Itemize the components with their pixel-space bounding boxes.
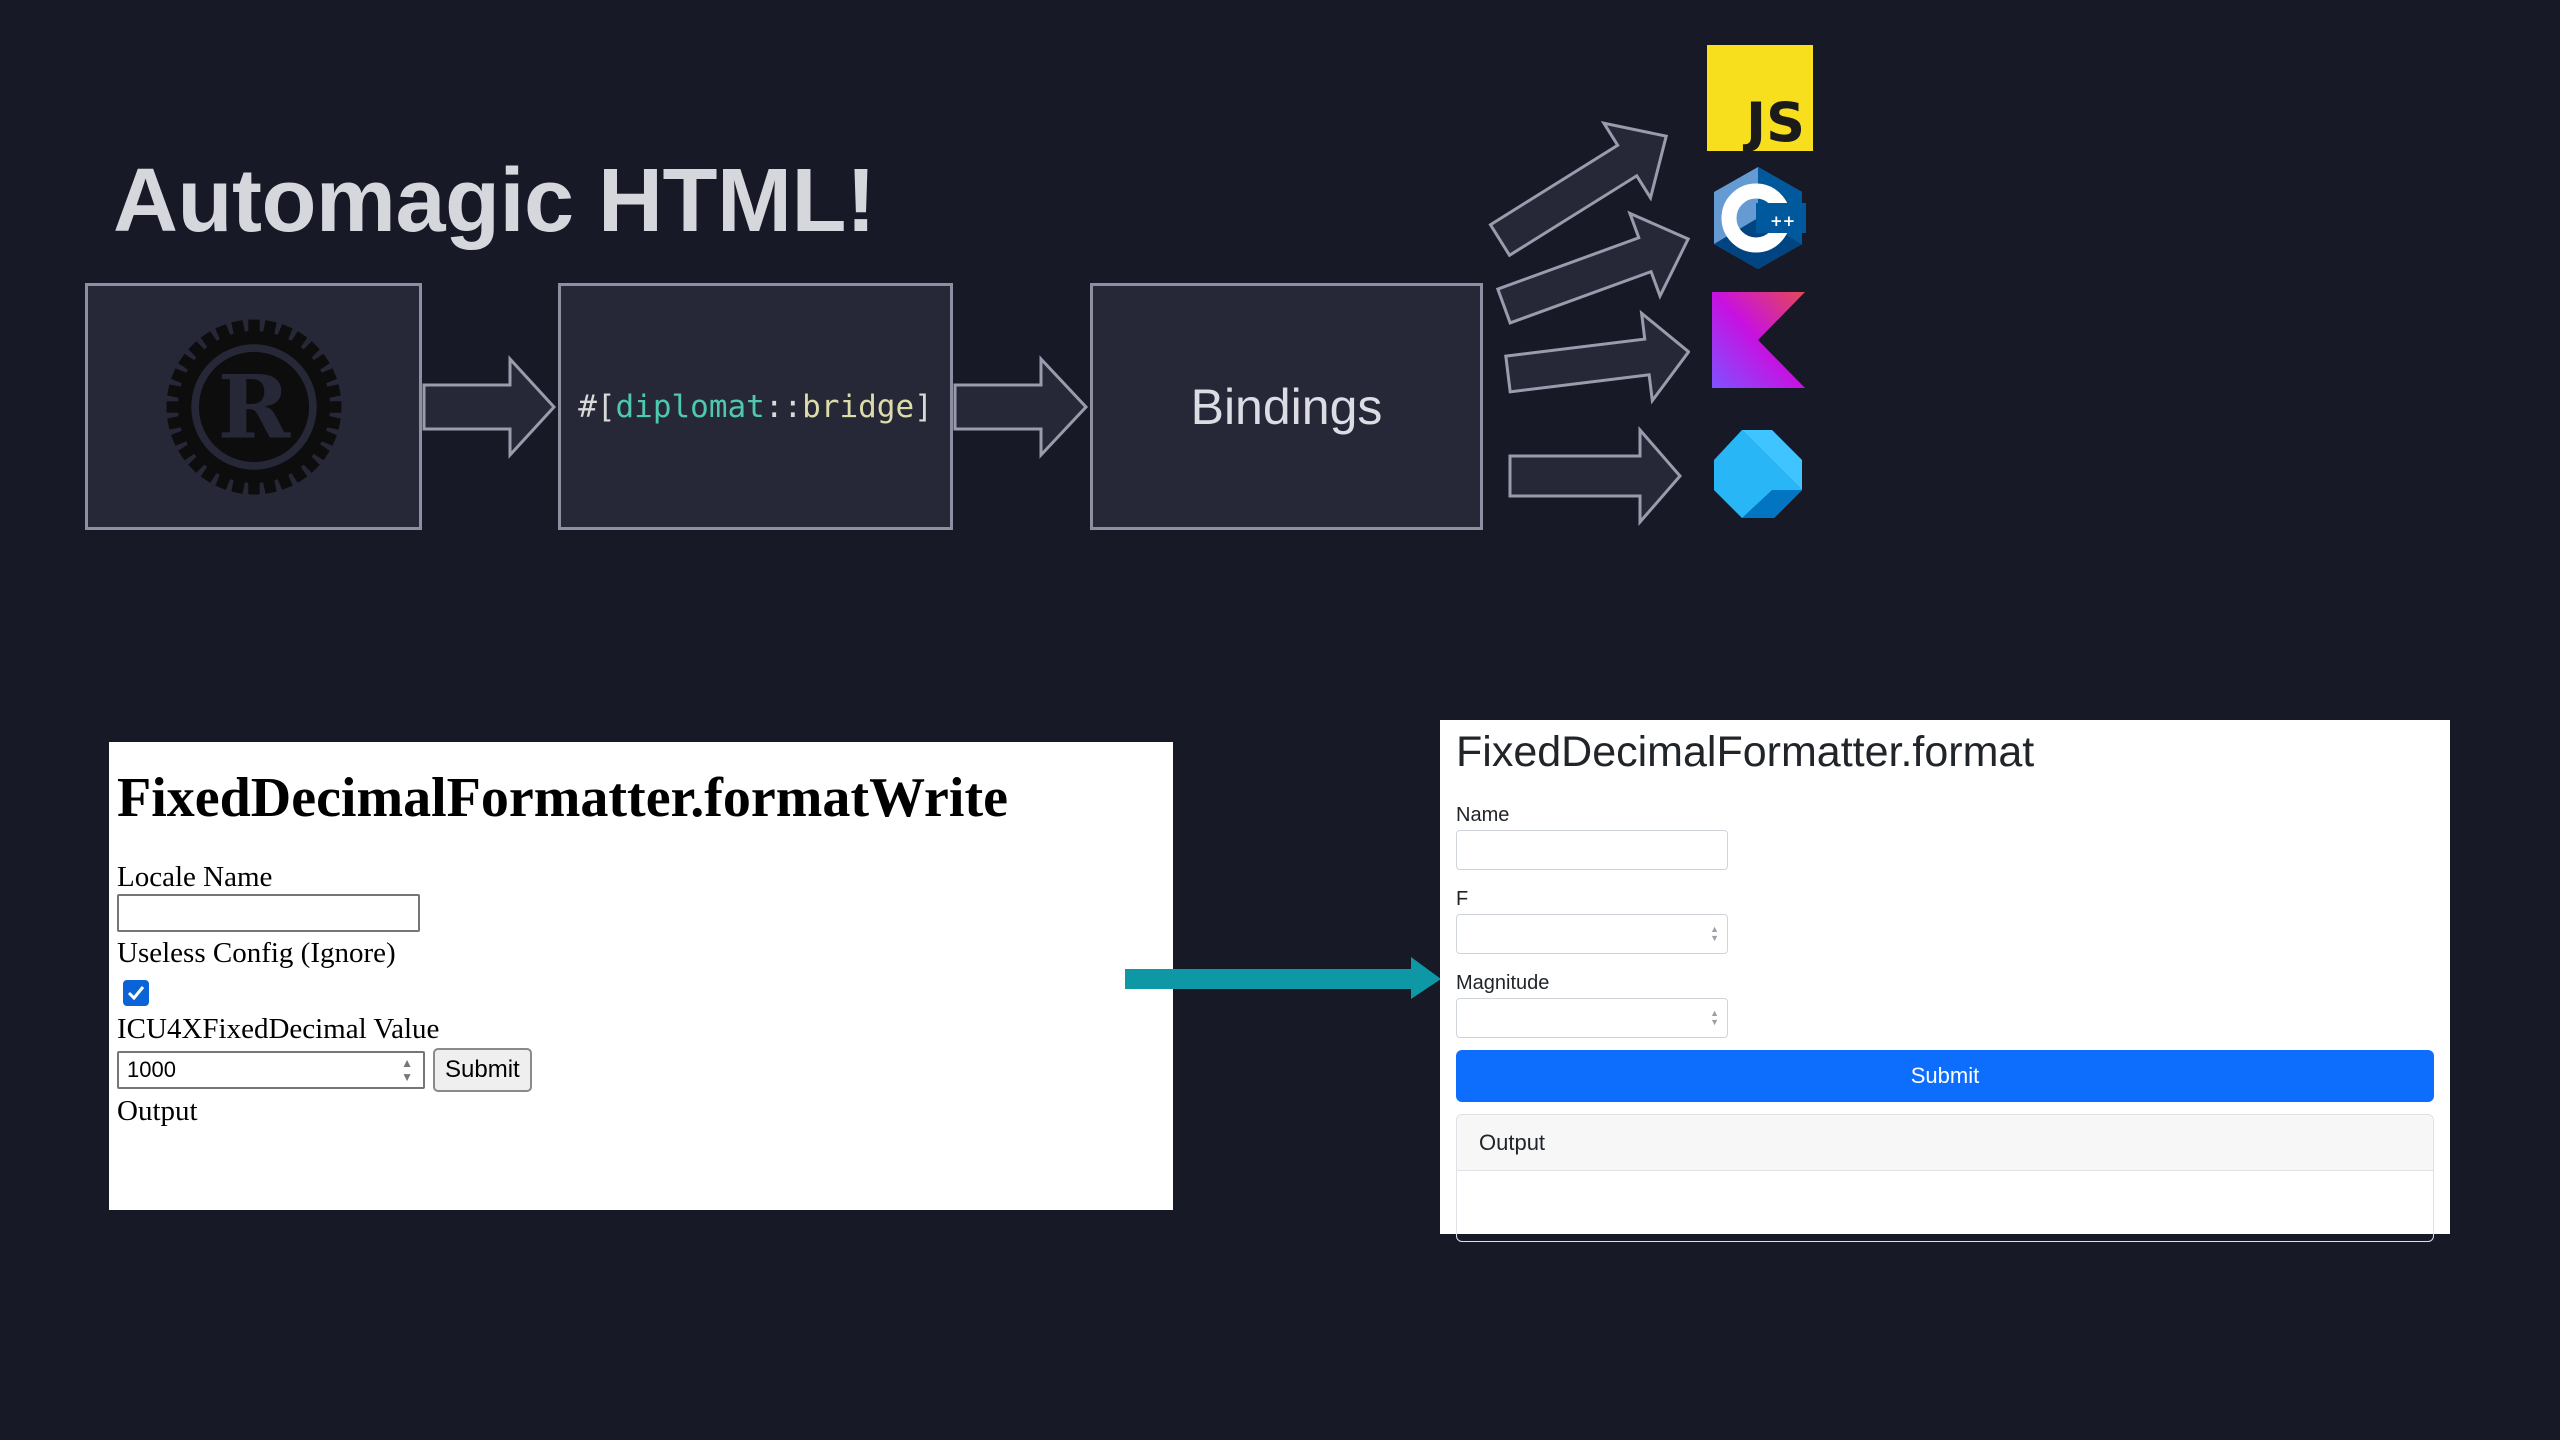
useless-config-checkbox[interactable] xyxy=(123,980,149,1006)
svg-text:JS: JS xyxy=(1742,91,1805,151)
old-demo-panel: FixedDecimalFormatter.formatWrite Locale… xyxy=(109,742,1173,1210)
locale-name-label: Locale Name xyxy=(117,861,273,893)
old-output-label: Output xyxy=(117,1095,198,1127)
fixed-decimal-value: 1000 xyxy=(127,1057,176,1082)
fixed-decimal-value-input[interactable]: 1000 ▲▼ xyxy=(117,1051,425,1089)
rust-box: R xyxy=(85,283,422,530)
pipeline-arrow-icon xyxy=(953,355,1089,459)
dart-logo-icon xyxy=(1714,430,1802,518)
bindings-label: Bindings xyxy=(1190,378,1383,435)
checkmark-icon xyxy=(127,986,145,1001)
f-label: F xyxy=(1456,888,1469,910)
fixed-decimal-value-label: ICU4XFixedDecimal Value xyxy=(117,1013,440,1045)
transform-arrow-icon xyxy=(1125,957,1441,999)
magnitude-input[interactable]: ▲▼ xyxy=(1456,998,1728,1038)
rust-logo-icon: R xyxy=(166,319,341,494)
output-card: Output xyxy=(1456,1114,2434,1242)
new-demo-title: FixedDecimalFormatter.format xyxy=(1456,728,2035,776)
number-spinner-icon[interactable]: ▲▼ xyxy=(1710,924,1719,943)
slide-title: Automagic HTML! xyxy=(113,151,876,251)
diplomat-bridge-box: #[diplomat::bridge] xyxy=(558,283,953,530)
old-submit-button[interactable]: Submit xyxy=(433,1048,532,1092)
name-label: Name xyxy=(1456,804,1510,826)
number-spinner-icon[interactable]: ▲▼ xyxy=(1710,1008,1719,1027)
new-submit-button[interactable]: Submit xyxy=(1456,1050,2434,1102)
arrow-to-kotlin-icon xyxy=(1504,309,1690,405)
fanout-arrows xyxy=(1488,121,1690,527)
bindings-box: Bindings xyxy=(1090,283,1483,530)
svg-text:++: ++ xyxy=(1770,212,1795,230)
name-input[interactable] xyxy=(1456,830,1728,870)
kotlin-logo-icon xyxy=(1712,292,1805,388)
f-input[interactable]: ▲▼ xyxy=(1456,914,1728,954)
diplomat-bridge-attribute: #[diplomat::bridge] xyxy=(578,388,933,425)
output-card-header: Output xyxy=(1457,1115,2433,1171)
pipeline-arrow-icon xyxy=(422,355,557,459)
cpp-logo-icon: ++ xyxy=(1714,167,1806,269)
locale-name-input[interactable] xyxy=(117,894,420,932)
number-spinner-icon[interactable]: ▲▼ xyxy=(401,1056,413,1084)
useless-config-label: Useless Config (Ignore) xyxy=(117,937,396,969)
new-demo-panel: FixedDecimalFormatter.format Name F ▲▼ M… xyxy=(1440,720,2450,1242)
svg-text:R: R xyxy=(217,355,291,458)
javascript-logo-icon: JS xyxy=(1707,45,1813,151)
arrow-to-dart-icon xyxy=(1508,425,1682,527)
old-demo-title: FixedDecimalFormatter.formatWrite xyxy=(117,767,1008,829)
arrow-to-js-icon xyxy=(1488,121,1669,258)
arrow-to-cpp-icon xyxy=(1495,210,1690,325)
magnitude-label: Magnitude xyxy=(1456,972,1550,994)
